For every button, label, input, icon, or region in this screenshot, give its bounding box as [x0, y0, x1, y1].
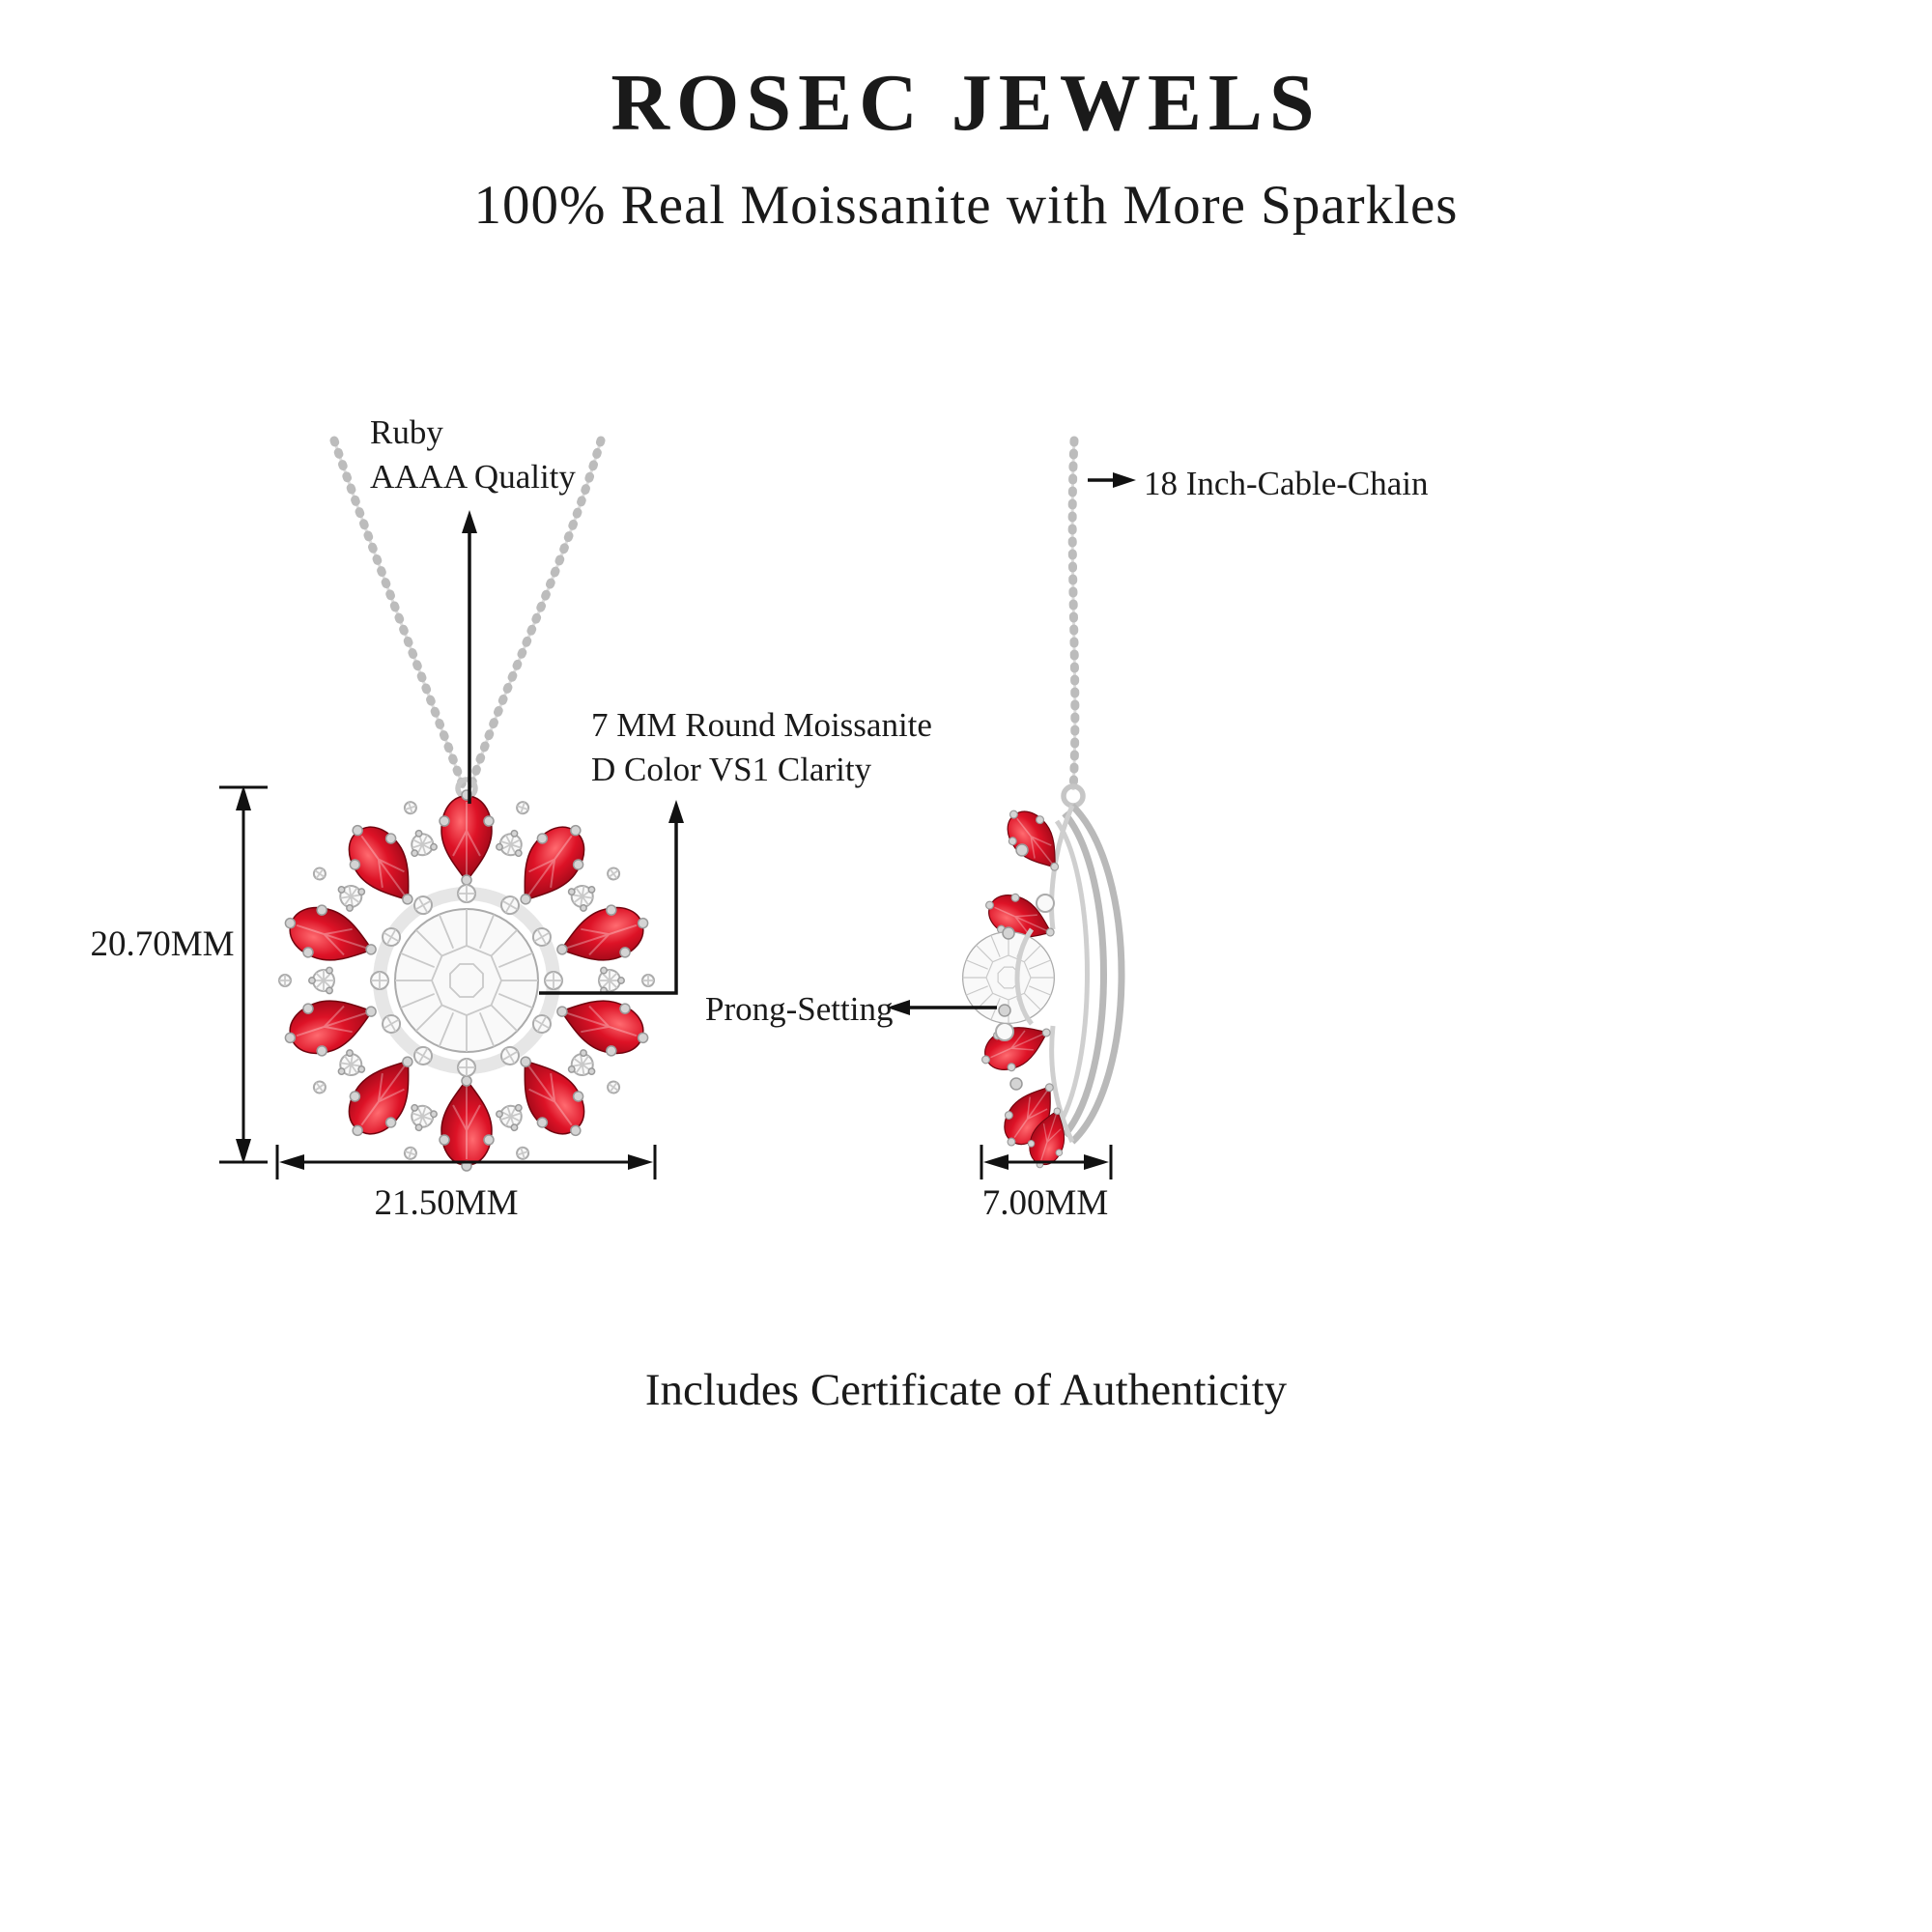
moissanite-annotation-arrow	[539, 800, 684, 995]
ruby-petal	[275, 895, 385, 979]
side-small-diamond	[1036, 894, 1055, 913]
moissanite-label: 7 MM Round Moissanite D Color VS1 Clarit…	[591, 703, 932, 791]
accent-diamond	[329, 1046, 369, 1085]
prong-wire	[1014, 927, 1035, 1026]
outer-diamond	[514, 799, 531, 816]
halo-diamond	[370, 971, 389, 990]
moissanite-line1: 7 MM Round Moissanite	[591, 706, 932, 744]
outer-diamond	[402, 1145, 419, 1162]
pendant-front-view	[275, 789, 658, 1172]
ruby-annotation-arrow	[462, 510, 477, 804]
width-dimension-label: 21.50MM	[374, 1183, 519, 1223]
accent-diamond	[307, 966, 335, 995]
outer-diamond	[278, 974, 292, 987]
moissanite-line2: D Color VS1 Clarity	[591, 750, 872, 788]
halo-diamond	[457, 1058, 476, 1077]
accent-diamond	[404, 1101, 440, 1136]
tagline: 100% Real Moissanite with More Sparkles	[473, 175, 1459, 236]
ruby-quality-line2: AAAA Quality	[370, 457, 576, 496]
height-dimension-label: 20.70MM	[90, 924, 235, 964]
accent-diamond	[598, 966, 626, 995]
height-dimension-line	[219, 785, 268, 1164]
ruby-quality-line1: Ruby	[370, 413, 443, 451]
accent-diamond	[404, 825, 440, 860]
ruby-quality-label: Ruby AAAA Quality	[370, 411, 576, 498]
outer-diamond	[310, 1078, 329, 1096]
outer-diamond	[641, 974, 655, 987]
pendant-side-view	[962, 797, 1125, 1175]
outer-diamond	[514, 1145, 531, 1162]
outer-diamond	[604, 1078, 623, 1096]
ruby-petal	[439, 789, 495, 886]
accent-diamond	[494, 1101, 529, 1136]
prong-annotation-arrow	[887, 1000, 997, 1015]
chain-right	[1061, 436, 1086, 809]
ruby-petal	[548, 982, 658, 1066]
brand-title: ROSEC JEWELS	[611, 58, 1321, 148]
halo-diamond	[544, 971, 563, 990]
halo-diamond	[457, 884, 476, 903]
accent-diamond	[494, 825, 529, 860]
chain-annotation-arrow	[1088, 472, 1136, 488]
ruby-petal	[439, 1075, 495, 1172]
side-small-diamond	[995, 1022, 1014, 1041]
outer-diamond	[310, 865, 329, 883]
depth-dimension-label: 7.00MM	[981, 1183, 1109, 1223]
accent-diamond	[564, 1046, 604, 1085]
depth-dimension-line	[980, 1145, 1113, 1179]
width-dimension-line	[275, 1145, 657, 1179]
outer-diamond	[402, 799, 419, 816]
center-moissanite	[394, 908, 539, 1053]
ruby-petal	[548, 895, 658, 979]
certificate-note: Includes Certificate of Authenticity	[644, 1365, 1288, 1415]
ruby-petal	[275, 982, 385, 1066]
accent-diamond	[564, 876, 604, 915]
accent-diamond	[329, 876, 369, 915]
chain-label: 18 Inch-Cable-Chain	[1144, 465, 1429, 502]
outer-diamond	[604, 865, 623, 883]
prong-setting-label: Prong-Setting	[705, 990, 894, 1028]
